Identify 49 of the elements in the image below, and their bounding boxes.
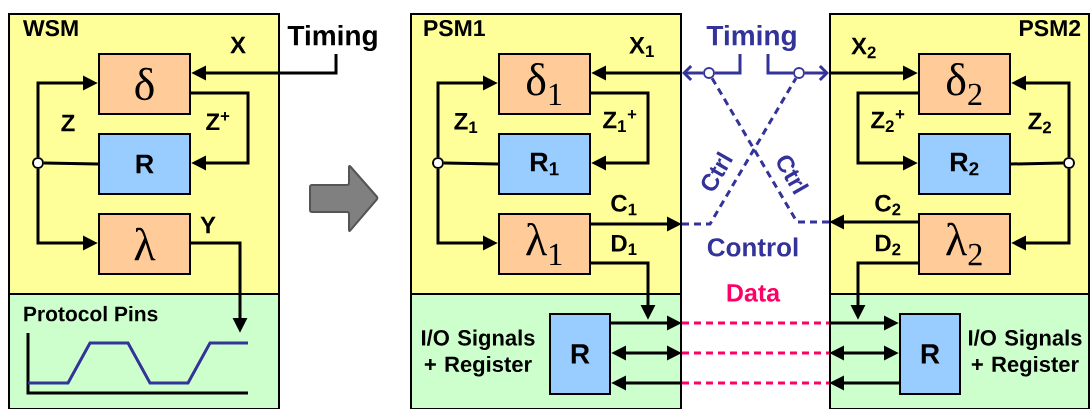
dashed-line	[682, 381, 829, 385]
arrow	[682, 64, 703, 82]
edge-label: D$_{2}$	[875, 234, 901, 256]
edge-label: C$_{2}$	[875, 194, 901, 216]
block-arrow	[309, 165, 379, 232]
edge-label: X$_{2}$	[851, 37, 876, 59]
edge-label: D$_{1}$	[611, 234, 637, 256]
edge-label: Z$_{1}$+	[603, 110, 637, 132]
edge-label: Ctrl	[777, 155, 810, 195]
dashed-line	[682, 321, 829, 325]
edge-label: Z	[61, 114, 75, 132]
edge-label: Z$^{+}$	[206, 111, 230, 131]
register-box: R	[549, 313, 611, 395]
arrow	[191, 91, 250, 171]
connector-line	[443, 161, 499, 166]
junction-dot	[1063, 157, 1075, 169]
edge-label: C$_{1}$	[611, 194, 637, 216]
dashed-line	[710, 77, 829, 224]
edge-label: Y	[200, 216, 216, 234]
edge-label: X$_{1}$	[629, 36, 654, 58]
signal-label: Timing	[706, 24, 796, 52]
edge-label: Z$_{1}$	[454, 112, 478, 134]
function-box: λ$_{2}$	[918, 213, 1011, 275]
register-box: R	[98, 133, 191, 195]
dashed-line	[682, 351, 829, 355]
edge-label: Z$_{2}$+	[871, 110, 905, 132]
edge-label: X	[230, 36, 246, 54]
dashed-line	[682, 77, 798, 226]
signal-label: Data	[727, 284, 781, 302]
connector-line	[715, 54, 742, 75]
arrow	[591, 91, 650, 171]
function-box: δ$_{2}$	[918, 53, 1011, 115]
function-box: δ$_{1}$	[498, 53, 591, 115]
function-box: λ	[98, 213, 191, 275]
connector-line	[766, 54, 793, 75]
signal-label: Timing	[287, 24, 377, 52]
connector-line	[44, 161, 99, 166]
signal-panel: Protocol Pins	[8, 293, 280, 409]
arrow	[805, 64, 829, 82]
signal-label: Control	[707, 237, 798, 257]
function-box: δ	[98, 53, 191, 115]
edge-label: Z$_{2}$	[1028, 112, 1051, 134]
register-box: R$_{2}$	[918, 133, 1011, 195]
edge-label: Ctrl	[701, 151, 733, 191]
waveform-drawing	[26, 333, 248, 395]
register-box: R$_{1}$	[498, 133, 591, 195]
register-box: R	[899, 313, 961, 395]
connector-line	[1010, 161, 1064, 166]
function-box: λ$_{1}$	[498, 213, 591, 275]
